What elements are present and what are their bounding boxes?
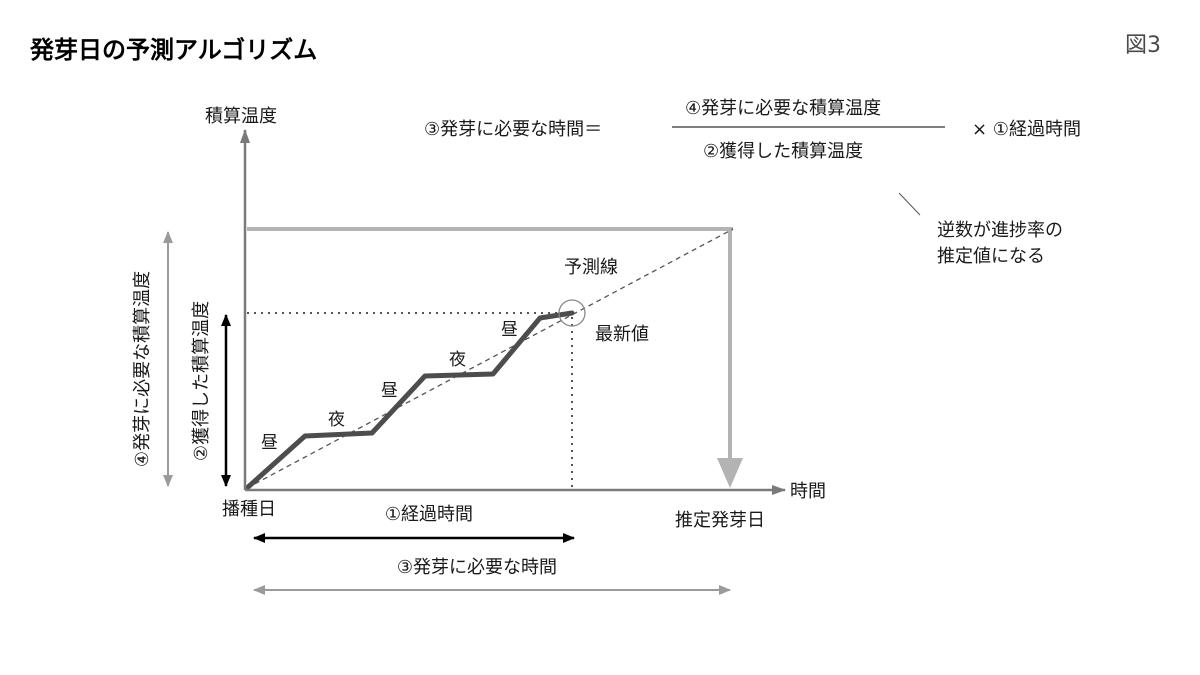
formula-lhs: ③発芽に必要な時間＝: [424, 119, 602, 140]
figure-label: 図3: [1125, 33, 1161, 58]
latest-value-marker: [558, 299, 586, 327]
note-pointer-line: [898, 192, 921, 216]
latest-value-label: 最新値: [595, 324, 649, 345]
sowing-date-label: 播種日: [222, 499, 276, 520]
prediction-line: [246, 228, 734, 489]
x-axis-label: 時間: [790, 481, 826, 502]
nighttime-label-2: 夜: [449, 350, 466, 370]
required-time-arrow-label: ③発芽に必要な時間: [397, 557, 557, 578]
page-title: 発芽日の予測アルゴリズム: [29, 36, 317, 64]
daytime-label-1: 昼: [261, 433, 278, 453]
daytime-label-3: 昼: [501, 320, 518, 340]
note-line-2: 推定値になる: [937, 246, 1045, 267]
accumulated-temp-curve: [244, 310, 575, 491]
note-line-1: 逆数が進捗率の: [937, 220, 1063, 241]
nighttime-label-1: 夜: [328, 410, 345, 430]
formula-numerator: ④発芽に必要な積算温度: [685, 98, 881, 119]
y-axis-label: 積算温度: [205, 106, 277, 127]
prediction-line-label: 予測線: [564, 257, 618, 278]
formula-multiplier: × ①経過時間: [972, 119, 1081, 140]
estimated-date-arrowhead: [717, 458, 743, 488]
acquired-temp-arrow-label: ②獲得した積算温度: [191, 301, 212, 461]
formula-denominator: ②獲得した積算温度: [703, 141, 863, 162]
elapsed-time-arrow-label: ①経過時間: [385, 504, 473, 525]
required-temp-arrow-label: ④発芽に必要な積算温度: [132, 271, 153, 467]
estimated-germination-date-label: 推定発芽日: [675, 510, 765, 531]
daytime-label-2: 昼: [381, 381, 398, 401]
